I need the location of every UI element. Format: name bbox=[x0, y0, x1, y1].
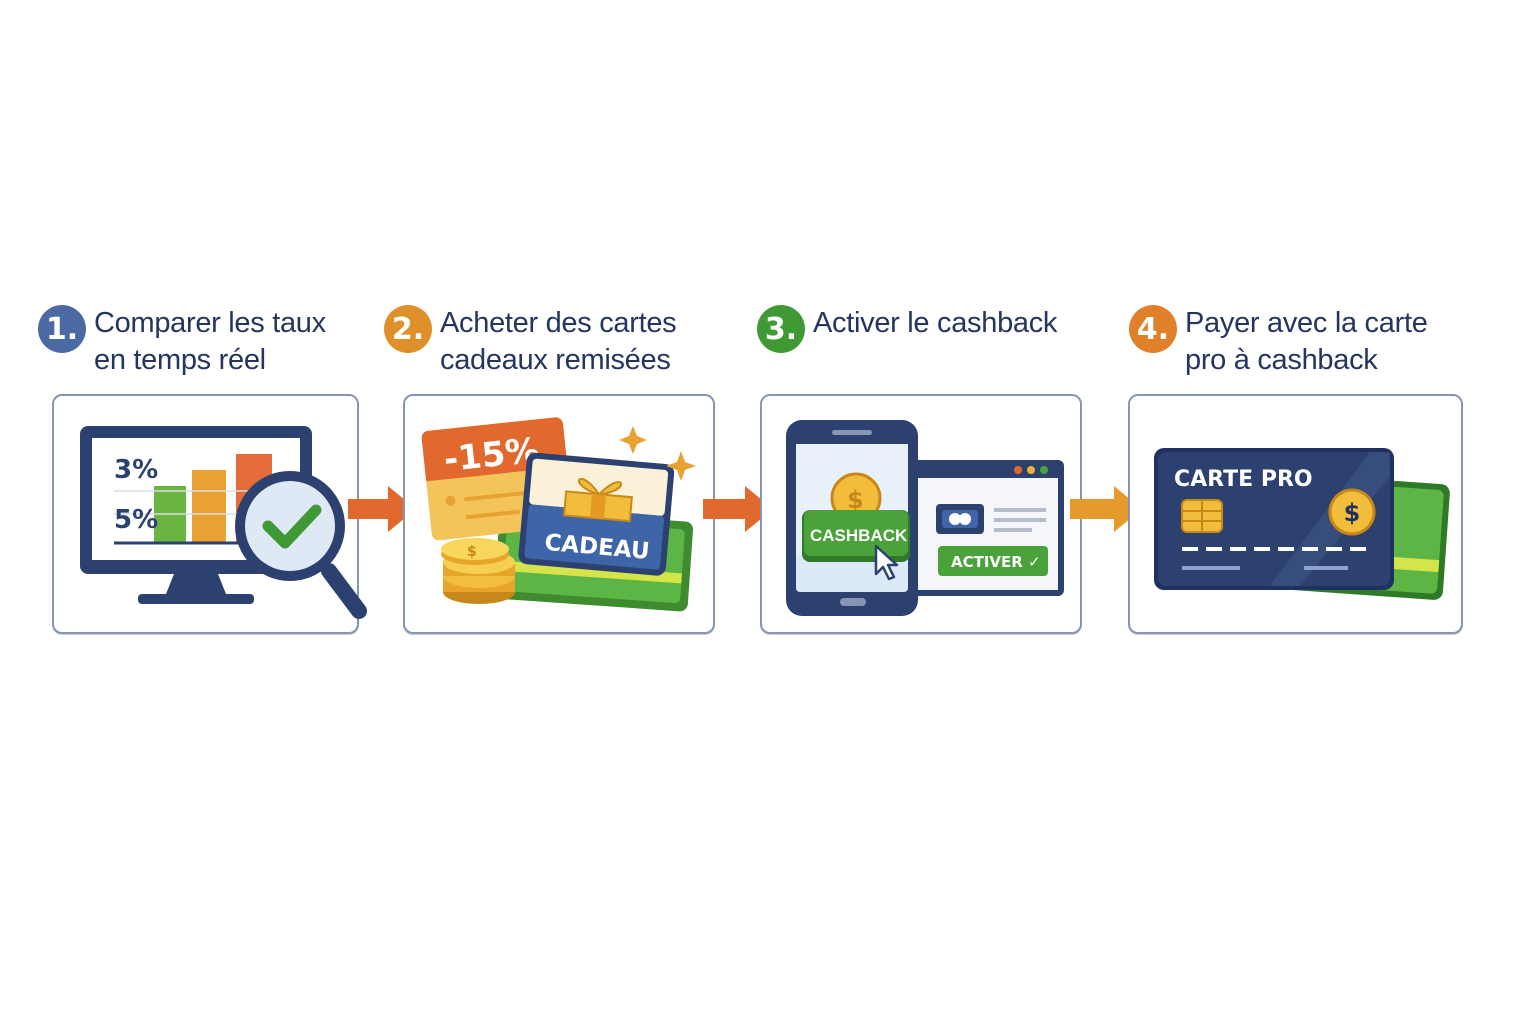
arrow-right-icon bbox=[1070, 486, 1142, 532]
step-2-title-line2: cadeaux remisées bbox=[440, 344, 671, 376]
coins-icon: $ bbox=[441, 538, 515, 604]
step-1-title-line2: en temps réel bbox=[94, 344, 266, 376]
step-4-title: Payer avec la carte pro à cashback bbox=[1185, 305, 1428, 379]
step-2-badge: 2. bbox=[384, 305, 432, 353]
step-4-header: 4. Payer avec la carte pro à cashback bbox=[1129, 305, 1428, 379]
step-1-header: 1. Comparer les taux en temps réel bbox=[38, 305, 326, 379]
step-3-panel: ACTIVER ✓ $ CASHBACK bbox=[760, 394, 1082, 634]
activate-button[interactable] bbox=[938, 546, 1048, 576]
svg-text:$: $ bbox=[847, 486, 864, 514]
step-4-badge: 4. bbox=[1129, 305, 1177, 353]
arrow-right-icon bbox=[348, 486, 416, 532]
arrow-right-icon bbox=[703, 486, 773, 532]
step-3-title: Activer le cashback bbox=[813, 305, 1057, 342]
step-1-panel: 3% 5% bbox=[52, 394, 367, 634]
step-3-badge: 3. bbox=[757, 305, 805, 353]
step-2-title-line1: Acheter des cartes bbox=[440, 307, 677, 339]
step-4-panel: CARTE PRO $ bbox=[1128, 394, 1463, 634]
step-2-header: 2. Acheter des cartes cadeaux remisées bbox=[384, 305, 677, 379]
card-label: CARTE PRO bbox=[1174, 467, 1313, 492]
browser-window-icon: ACTIVER ✓ bbox=[912, 460, 1064, 596]
step-2-title: Acheter des cartes cadeaux remisées bbox=[440, 305, 677, 379]
step-3-header: 3. Activer le cashback bbox=[757, 305, 1057, 353]
magnifier-check-icon bbox=[235, 471, 367, 619]
step-4-title-line2: pro à cashback bbox=[1185, 344, 1378, 376]
monitor-chart-icon: 3% 5% bbox=[80, 426, 367, 619]
rate-top-label: 3% bbox=[114, 455, 158, 485]
step-1-title: Comparer les taux en temps réel bbox=[94, 305, 326, 379]
rate-bottom-label: 5% bbox=[114, 505, 158, 535]
cursor-icon bbox=[874, 544, 899, 581]
activate-button-label: ACTIVER ✓ bbox=[951, 553, 1041, 571]
cashback-button[interactable] bbox=[804, 510, 908, 556]
step-4-title-line1: Payer avec la carte bbox=[1185, 307, 1428, 339]
step-3-title-line1: Activer le cashback bbox=[813, 307, 1058, 339]
card-coin-symbol: $ bbox=[1344, 499, 1361, 527]
discount-tag-label: -15% bbox=[442, 430, 541, 480]
credit-card-icon: CARTE PRO $ bbox=[1154, 448, 1450, 600]
cashback-button-label: CASHBACK bbox=[810, 526, 908, 545]
svg-text:$: $ bbox=[467, 544, 477, 560]
step-1-badge: 1. bbox=[38, 305, 86, 353]
step-2-panel: -15% CADEAU $ bbox=[403, 394, 715, 634]
step-1-title-line1: Comparer les taux bbox=[94, 307, 326, 339]
gift-card-icon: -15% CADEAU $ bbox=[421, 417, 696, 612]
phone-icon: ACTIVER ✓ $ CASHBACK bbox=[786, 420, 1064, 616]
